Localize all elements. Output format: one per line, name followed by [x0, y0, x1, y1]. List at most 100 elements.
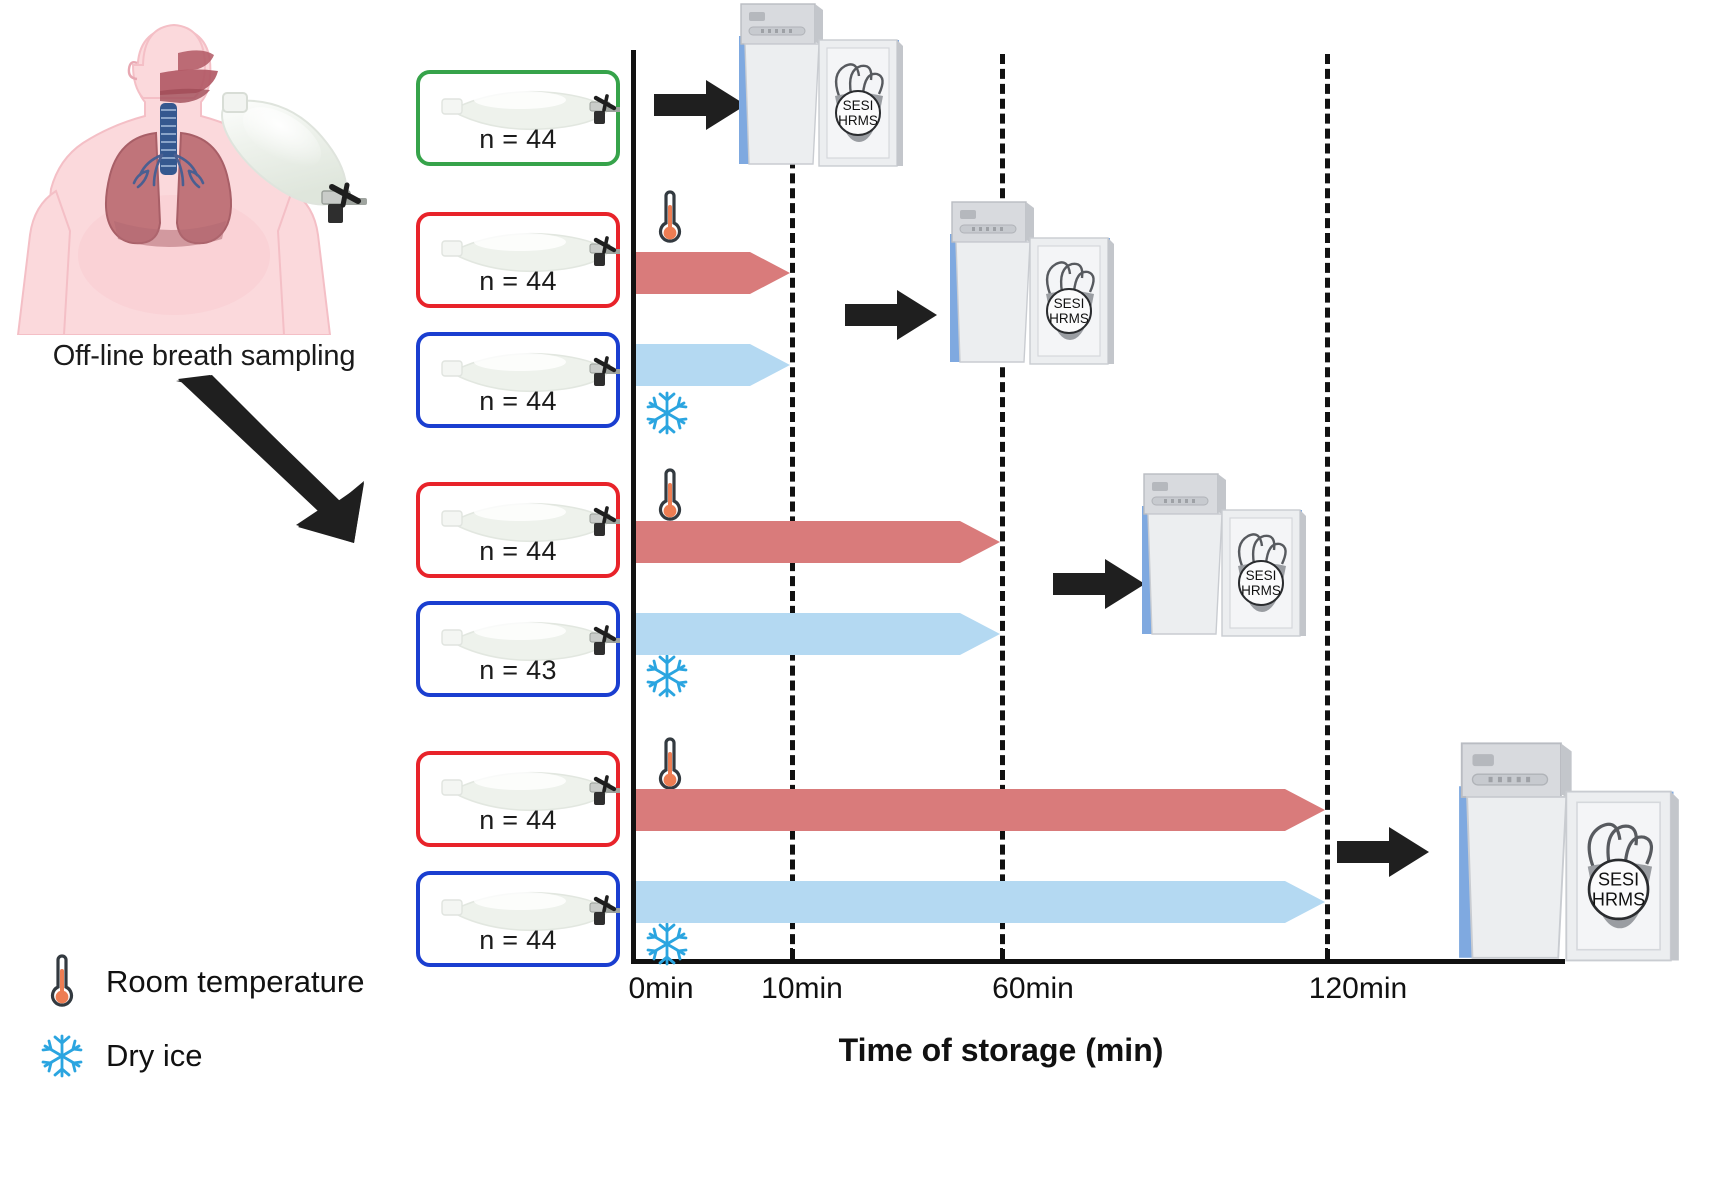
snowflake-icon	[646, 654, 688, 698]
breath-bag-icon	[441, 891, 620, 932]
snowflake-icon	[34, 1032, 90, 1080]
sesi-label-line1: SESI	[1598, 869, 1639, 889]
bag-sample-count: n = 43	[479, 655, 557, 685]
bag-valve-stopcock	[589, 625, 620, 655]
thermometer-icon	[34, 952, 90, 1012]
breath-sample-bag	[220, 92, 367, 223]
x-tick-label-10min: 10min	[761, 972, 843, 1005]
bag-group-rt-60min: n = 44	[416, 482, 620, 578]
bar-body	[636, 881, 1285, 923]
trachea	[160, 103, 177, 175]
thermometer-icon	[658, 190, 682, 243]
bag-group-dry-10min: n = 44	[416, 332, 620, 428]
process-arrow-baseline	[654, 80, 746, 130]
legend-item-dry-ice: Dry ice	[34, 1019, 414, 1093]
breath-bag-icon	[441, 232, 620, 273]
head-and-airway	[127, 23, 218, 103]
bag-group-dry-120min: n = 44	[416, 871, 620, 967]
x-tick-120min	[1325, 948, 1328, 960]
bag-valve-stopcock	[589, 895, 620, 925]
process-arrow-120min	[1337, 827, 1429, 877]
sesi-label-line2: HRMS	[838, 113, 878, 128]
x-tick-60min	[1000, 948, 1003, 960]
storage-bar-dry-10min	[636, 344, 790, 386]
bar-body	[636, 252, 750, 294]
x-tick-label-0min: 0min	[628, 972, 694, 1005]
bar-tip	[1285, 789, 1325, 831]
legend: Room temperature	[34, 945, 414, 1093]
bag-sample-count: n = 44	[479, 805, 557, 835]
thermometer-icon	[658, 737, 682, 790]
sesi-label-line2: HRMS	[1049, 311, 1089, 326]
breath-bag-icon	[441, 771, 620, 812]
bar-tip	[750, 344, 790, 386]
bar-body	[636, 521, 960, 563]
legend-label-dry-ice: Dry ice	[106, 1038, 203, 1073]
sesi-logo: SESI HRMS	[834, 63, 884, 142]
thermometer-icon	[658, 468, 682, 521]
storage-bar-dry-60min	[636, 613, 1000, 655]
lungs	[105, 131, 232, 247]
sesi-label-line1: SESI	[1054, 296, 1085, 311]
bag-sample-count: n = 44	[479, 124, 557, 154]
bar-tip	[960, 521, 1000, 563]
storage-bar-rt-10min	[636, 252, 790, 294]
x-tick-10min	[790, 948, 793, 960]
sesi-label-line2: HRMS	[1592, 890, 1645, 910]
sesi-label-line1: SESI	[843, 98, 874, 113]
breath-bag-icon	[441, 502, 620, 543]
bar-tip	[1285, 881, 1325, 923]
sesi-hrms-instrument: SESI HRMS	[1459, 742, 1679, 962]
sesi-hrms-instrument: SESI HRMS	[1142, 473, 1306, 637]
human-torso-breath-sampling-illustration	[16, 23, 367, 335]
snowflake-icon	[646, 391, 688, 435]
breath-bag-icon	[441, 621, 620, 662]
sesi-logo: SESI HRMS	[1237, 533, 1287, 612]
bag-sample-count: n = 44	[479, 266, 557, 296]
bag-group-baseline: n = 44	[416, 70, 620, 166]
bag-valve-stopcock	[589, 506, 620, 536]
gridline-60min	[1000, 54, 1005, 959]
gridline-10min	[790, 54, 795, 959]
gridline-120min	[1325, 54, 1330, 959]
bag-group-rt-10min: n = 44	[416, 212, 620, 308]
off-line-breath-sampling-caption: Off-line breath sampling	[52, 340, 356, 372]
legend-item-room-temperature: Room temperature	[34, 945, 414, 1019]
storage-bar-rt-60min	[636, 521, 1000, 563]
bar-body	[636, 789, 1285, 831]
bag-sample-count: n = 44	[479, 386, 557, 416]
sesi-logo: SESI HRMS	[1587, 822, 1653, 929]
sesi-label-line2: HRMS	[1241, 583, 1281, 598]
x-axis-title: Time of storage (min)	[838, 1032, 1164, 1068]
storage-bar-rt-120min	[636, 789, 1325, 831]
bar-tip	[960, 613, 1000, 655]
bag-valve-stopcock	[321, 182, 367, 223]
bar-body	[636, 613, 960, 655]
sesi-hrms-instrument: SESI HRMS	[739, 3, 903, 167]
bag-valve-stopcock	[589, 356, 620, 386]
bag-valve-stopcock	[589, 94, 620, 124]
sesi-label-line1: SESI	[1246, 568, 1277, 583]
y-axis-line	[631, 50, 636, 963]
bag-sample-count: n = 44	[479, 925, 557, 955]
bar-body	[636, 344, 750, 386]
legend-label-room-temperature: Room temperature	[106, 964, 365, 999]
sesi-hrms-instrument: SESI HRMS	[950, 201, 1114, 365]
bag-sample-count: n = 44	[479, 536, 557, 566]
bag-group-dry-60min: n = 43	[416, 601, 620, 697]
sesi-logo: SESI HRMS	[1045, 261, 1095, 340]
process-arrow-10min	[845, 290, 937, 340]
x-axis-line	[631, 959, 1565, 964]
bag-valve-stopcock	[589, 775, 620, 805]
bag-group-rt-120min: n = 44	[416, 751, 620, 847]
breath-bag-icon	[441, 90, 620, 131]
breath-bag-icon	[441, 352, 620, 393]
downward-flow-arrow	[176, 375, 364, 543]
snowflake-icon	[646, 922, 688, 966]
x-tick-label-60min: 60min	[992, 972, 1074, 1005]
x-tick-label-120min: 120min	[1308, 972, 1408, 1005]
process-arrow-60min	[1053, 559, 1145, 609]
bag-valve-stopcock	[589, 236, 620, 266]
bar-tip	[750, 252, 790, 294]
